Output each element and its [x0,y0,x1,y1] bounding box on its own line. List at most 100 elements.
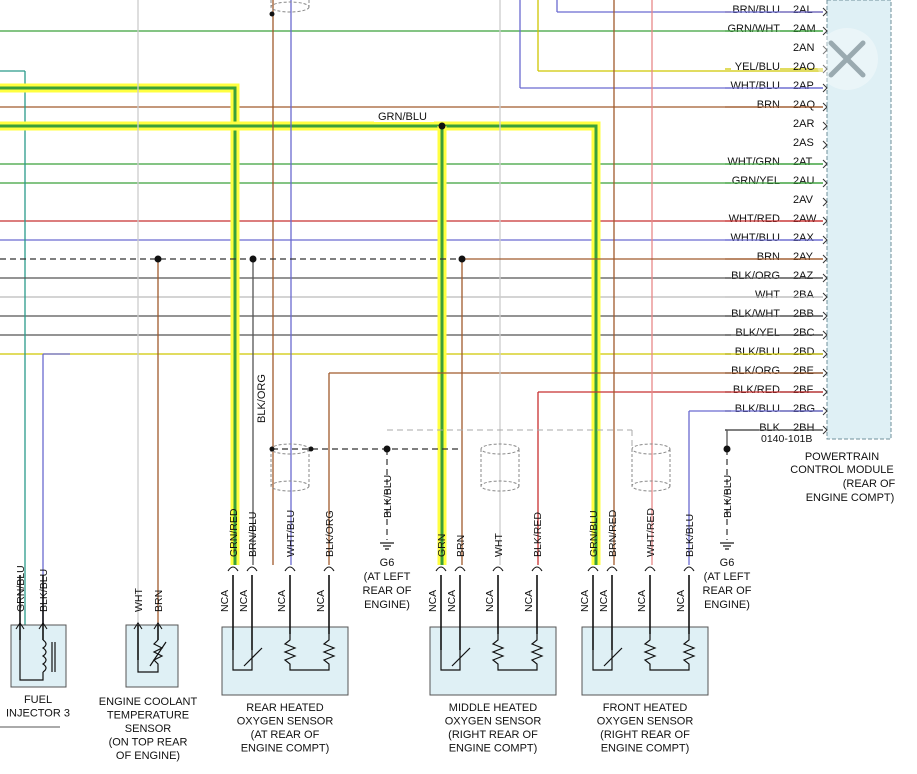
pcm-pin-number: 2AQ [793,99,815,111]
pcm-pin-wire-label: WHT/BLU [731,232,781,244]
svg-text:(AT LEFT: (AT LEFT [704,571,751,583]
pcm-pin-wire-label: WHT/BLU [731,80,781,92]
pcm-pin-number: 2AL [793,4,813,16]
pcm-pin-terminal [822,292,828,302]
pcm-pin-terminal [822,26,828,36]
pcm-pin-row: 2AN [793,42,828,55]
svg-text:(AT LEFT: (AT LEFT [364,571,411,583]
pcm-pin-number: 2BF [793,384,813,396]
pcm-pin-row: WHT 2BA [725,288,828,302]
connector-id: 0140-101B [761,433,812,445]
svg-text:ENGINE COMPT): ENGINE COMPT) [601,743,690,755]
svg-text:REAR OF: REAR OF [363,585,412,597]
svg-text:TEMPERATURE: TEMPERATURE [107,710,189,722]
svg-text:REAR OF: REAR OF [703,585,752,597]
component-pin-label: NCA [446,590,458,612]
pcm-pin-number: 2AP [793,80,814,92]
component-pin-label: NCA [219,590,231,612]
svg-text:(ON TOP REAR: (ON TOP REAR [109,737,188,749]
pcm-pin-number: 2AZ [793,270,813,282]
pcm-pin-wire-label: BLK/YEL [735,327,780,339]
component-wire-label: GRN [436,534,448,557]
pcm-pin-wire-label: BRN [757,251,780,263]
pcm-pin-number: 2AV [793,194,814,206]
grn-blu-splice-label: GRN/BLU [378,111,427,123]
svg-text:ENGINE COMPT): ENGINE COMPT) [806,492,895,504]
pcm-pin-wire-label: YEL/BLU [735,61,780,73]
blk-org-vertical-label: BLK/ORG [256,374,268,423]
component-wire-label: WHT/RED [645,508,657,557]
pcm-pin-number: 2BE [793,365,814,377]
pcm-pin-wire-label: BLK/BLU [735,403,780,415]
vertical-wires [137,0,823,625]
svg-text:ENGINE COMPT): ENGINE COMPT) [241,743,330,755]
pcm-pin-terminal [822,330,828,340]
ground-symbols [380,542,734,550]
component-wire-label: BLK/RED [532,512,544,557]
pin-arrow [246,566,258,572]
svg-text:CONTROL MODULE: CONTROL MODULE [790,464,894,476]
component-pin-label: NCA [276,590,288,612]
pcm-pin-number: 2BD [793,346,814,358]
component-wire-label: WHT [133,588,145,612]
pcm-pin-row: BLK/BLU 2BG [725,402,828,416]
pcm-pin-number: 2AM [793,23,816,35]
pin-arrow [435,566,447,572]
close-button[interactable] [816,28,878,90]
component-pin-label: NCA [523,590,535,612]
component-wire-label: BLK/BLU [684,514,696,557]
svg-text:FRONT HEATED: FRONT HEATED [603,702,688,714]
shield-lines-light [387,429,633,449]
pcm-pin-wire-label: GRN/YEL [732,175,780,187]
pin-arrow [644,566,656,572]
component-wire-label: WHT [493,533,505,557]
pcm-pin-row: 2AR [793,118,828,131]
pcm-pin-number: 2BH [793,422,814,434]
pin-arrow [133,622,143,630]
pcm-pin-wire-label: BRN [757,99,780,111]
component-pin-label: NCA [238,590,250,612]
ground-wire-label: BLK/BLU [382,475,394,518]
pcm-pin-row: YEL/BLU 2AO [725,60,828,74]
component-pin-label: NCA [636,590,648,612]
pcm-pin-number: 2BA [793,289,814,301]
pin-arrow [454,566,466,572]
pcm-pin-row: BRN 2AQ [725,98,828,112]
svg-text:OF ENGINE): OF ENGINE) [116,750,180,762]
svg-text:(REAR OF: (REAR OF [843,478,896,490]
component-wire-label: BRN/RED [607,509,619,557]
svg-text:G6: G6 [380,557,395,569]
svg-text:(RIGHT REAR OF: (RIGHT REAR OF [600,729,690,741]
horizontal-wires [0,0,823,625]
pcm-pin-row: WHT/BLU 2AP [725,79,828,93]
pcm-pin-number: 2BG [793,403,815,415]
pcm-pin-wire-label: WHT [755,289,780,301]
pcm-pin-terminal [822,425,828,435]
svg-text:(RIGHT REAR OF: (RIGHT REAR OF [448,729,538,741]
pcm-pin-wire-label: BLK/ORG [731,365,780,377]
pcm-pin-row: BLK/ORG 2BE [725,364,828,378]
pcm-pin-wire-label: BLK/RED [733,384,780,396]
svg-text:ENGINE COMPT): ENGINE COMPT) [449,743,538,755]
component-pin-label: NCA [598,590,610,612]
pin-arrow [284,566,296,572]
svg-text:ENGINE): ENGINE) [364,599,410,611]
component-wire-label: BRN [455,535,467,557]
pcm-pin-terminal [822,64,828,74]
pcm-pin-terminal [822,178,828,188]
pcm-title: POWERTRAIN CONTROL MODULE (REAR OF ENGIN… [790,451,895,504]
svg-text:REAR HEATED: REAR HEATED [246,702,323,714]
component-pin-label: NCA [427,590,439,612]
pcm-pin-number: 2AO [793,61,815,73]
pcm-pin-number: 2BC [793,327,814,339]
pin-arrow [492,566,504,572]
svg-text:INJECTOR 3: INJECTOR 3 [6,708,70,720]
pcm-pin-terminal [822,159,828,169]
pin-arrow [153,622,163,630]
pcm-pin-number: 2AT [793,156,813,168]
